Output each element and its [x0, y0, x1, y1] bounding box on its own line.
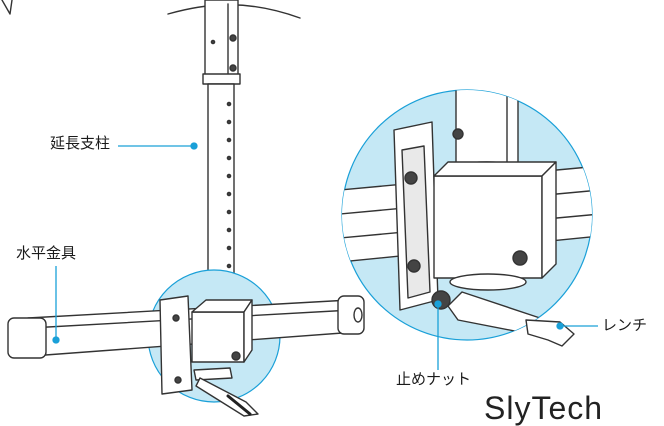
detail-view	[341, 89, 593, 347]
joint-clamp	[159, 295, 259, 417]
label-horizontal-bracket: 水平金具	[16, 244, 77, 262]
leader-dot-pole	[190, 142, 198, 150]
extension-pole	[207, 83, 235, 299]
leader-dot-bracket	[52, 336, 60, 344]
label-lock-nut: 止めナット	[396, 370, 472, 388]
label-extension-pole: 延長支柱	[50, 134, 111, 152]
leader-lines	[52, 142, 598, 370]
leader-dot-nut	[434, 300, 442, 308]
diagram-canvas: 延長支柱 水平金具 レンチ 止めナット SlyTech	[1, 0, 648, 424]
diagram-artwork	[1, 0, 598, 417]
ceiling-hook	[1, 0, 13, 15]
upper-tube	[202, 0, 241, 85]
watermark: SlyTech	[484, 390, 604, 426]
leader-dot-wrench	[556, 322, 564, 330]
label-wrench: レンチ	[602, 316, 648, 334]
